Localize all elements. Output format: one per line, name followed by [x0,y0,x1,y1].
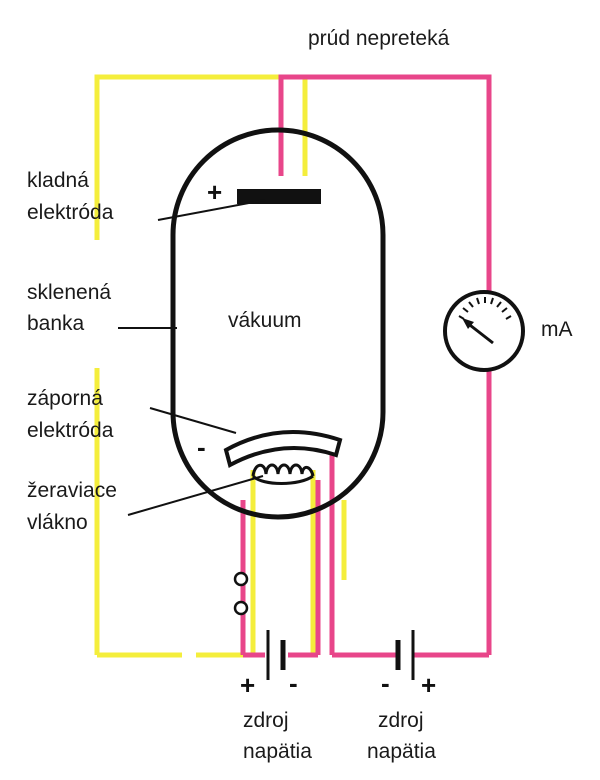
filament-label-line1: žeraviace [27,479,117,502]
pointer-lines [118,199,266,516]
vacuum-label: vákuum [228,309,302,332]
meter-needle-head [462,318,474,329]
milliammeter [443,290,525,372]
bulb-label-line2: banka [27,312,85,335]
pink-wire-top [278,74,492,292]
cathode-electrode [223,430,343,468]
source-right-label-line2: napätia [367,740,436,763]
filament-coil [251,463,315,485]
meter-scale [458,297,512,320]
source-left-label-line2: napätia [243,740,312,763]
anode-plate [237,189,321,204]
pointer-cathode [149,407,237,434]
pointer-filament [127,475,264,516]
cathode-minus-sign: - [197,432,206,462]
pointer-anode [157,199,266,221]
right-source-minus-sign: - [381,668,390,698]
meter-label: mA [541,318,573,341]
cathode-label-line1: záporná [27,387,103,410]
filament-label-line2: vláknо [27,511,88,534]
left-source-plus-sign: + [240,670,256,700]
yellow-circuit [94,74,347,658]
bulb-label-line1: sklenená [27,281,112,304]
right-source-plus-sign: + [421,670,437,700]
battery-right [395,630,415,680]
title-label: prúd nepreteká [308,27,450,50]
battery-left [266,630,286,680]
terminal-upper [233,571,249,587]
source-left-label-line1: zdroj [243,709,289,732]
anode-plus-sign: + [207,177,223,207]
terminal-lower [233,600,249,616]
yellow-wire-top-left [94,74,305,240]
left-source-minus-sign: - [289,668,298,698]
meter-body [443,290,525,372]
anode-label-line1: kladná [27,169,89,192]
cathode-label-line2: elektróda [27,419,114,442]
pink-circuit [240,74,492,658]
glass-bulb [170,127,386,520]
source-right-label-line1: zdroj [378,709,424,732]
anode-label-line2: elektróda [27,201,114,224]
